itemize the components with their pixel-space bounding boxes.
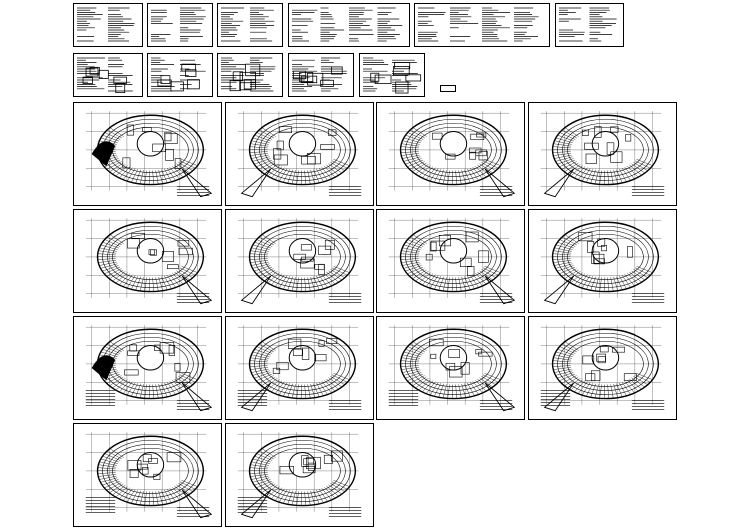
- plan-11[interactable]: [376, 316, 525, 420]
- floor-plan-drawing: [85, 325, 213, 412]
- floor-plan-drawing: [540, 111, 665, 198]
- plan-1[interactable]: [73, 102, 222, 206]
- plan-4[interactable]: [528, 102, 677, 206]
- sheet-index-2[interactable]: [147, 3, 213, 47]
- sheet-linework: [363, 57, 422, 94]
- sheet-index-11[interactable]: [359, 53, 425, 97]
- plan-5[interactable]: [73, 209, 222, 313]
- sheet-index-7[interactable]: [73, 53, 143, 97]
- sheet-index-8[interactable]: [147, 53, 213, 97]
- floor-plan-drawing: [237, 218, 362, 305]
- sheet-linework: [221, 57, 276, 92]
- sheet-index-3[interactable]: [217, 3, 283, 47]
- floor-plan-drawing: [540, 218, 665, 305]
- sheet-linework: [292, 57, 347, 92]
- plan-14[interactable]: [225, 423, 374, 527]
- sheet-index-5[interactable]: [414, 3, 550, 47]
- floor-plan-drawing: [85, 218, 213, 305]
- plan-8[interactable]: [528, 209, 677, 313]
- plan-10[interactable]: [225, 316, 374, 420]
- floor-plan-drawing: [237, 432, 362, 519]
- sheet-linework: [151, 7, 206, 42]
- sheet-index-10[interactable]: [288, 53, 354, 97]
- plan-7[interactable]: [376, 209, 525, 313]
- sheet-linework: [77, 7, 135, 42]
- sheet-index-6[interactable]: [555, 3, 624, 47]
- sheet-linework: [221, 7, 275, 42]
- sheet-linework: [559, 7, 617, 42]
- plan-6[interactable]: [225, 209, 374, 313]
- sheet-index-1[interactable]: [73, 3, 143, 47]
- floor-plan-drawing: [85, 111, 213, 198]
- floor-plan-drawing: [237, 325, 362, 412]
- sheet-linework: [292, 7, 403, 42]
- sheet-index-4[interactable]: [288, 3, 410, 47]
- floor-plan-drawing: [85, 432, 213, 519]
- floor-plan-drawing: [388, 218, 516, 305]
- sheet-linework: [77, 57, 133, 94]
- plan-12[interactable]: [528, 316, 677, 420]
- sheet-linework: [418, 7, 539, 42]
- floor-plan-drawing: [237, 111, 362, 198]
- plan-13[interactable]: [73, 423, 222, 527]
- floor-plan-drawing: [540, 325, 665, 412]
- sheet-index-9[interactable]: [217, 53, 283, 97]
- plan-3[interactable]: [376, 102, 525, 206]
- floor-plan-drawing: [388, 111, 516, 198]
- small-label-box: [440, 85, 456, 92]
- plan-2[interactable]: [225, 102, 374, 206]
- floor-plan-drawing: [388, 325, 516, 412]
- plan-9[interactable]: [73, 316, 222, 420]
- sheet-linework: [151, 57, 206, 92]
